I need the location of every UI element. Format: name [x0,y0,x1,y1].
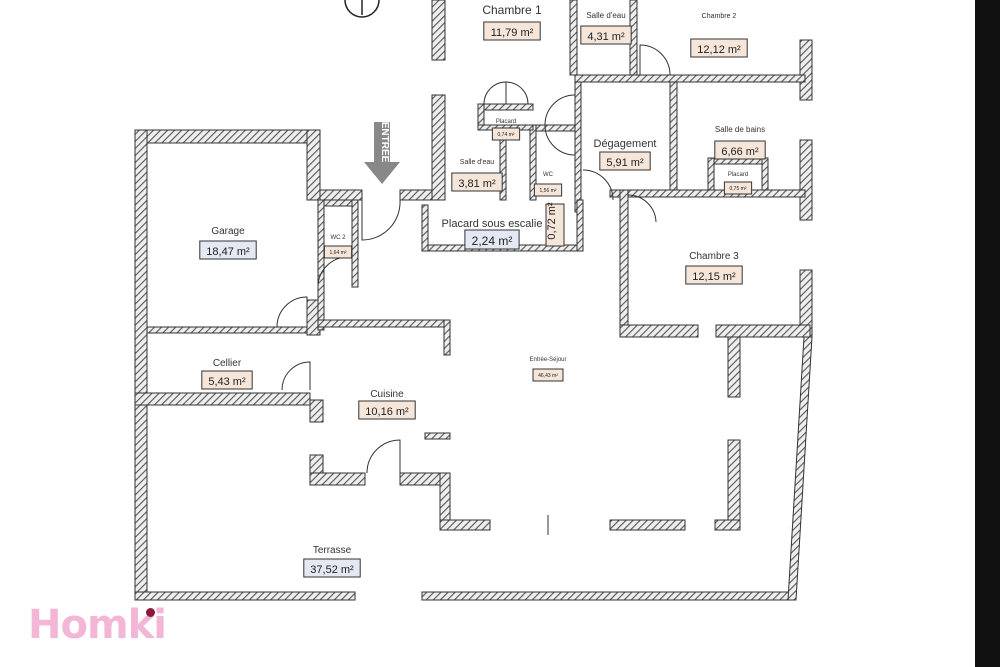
room-area: 2,24 m² [472,234,513,248]
area-badge [599,151,651,171]
room-placard-small: 0,72 m² [545,202,565,247]
room-area: 0,74 m² [498,132,515,138]
room-name: WC 2 [331,235,347,241]
logo-dot [146,608,155,617]
room-area: 1,64 m² [330,250,347,256]
room-name: Placard [496,119,516,125]
area-badge [685,265,743,285]
room-name: Placard sous escalie [442,218,543,230]
room-placard2: Placard 0,75 m² [723,172,753,195]
area-badge [358,400,416,420]
room-area: 4,31 m² [587,31,625,43]
room-area: 3,81 m² [458,178,496,190]
room-labels: Chambre 1 11,79 m² Salle d'eau 4,31 m² Chamb… [199,3,766,578]
room-placard-escalier: Placard sous escalie 2,24 m² [442,218,543,250]
area-badge [690,38,748,58]
room-chambre3: Chambre 3 12,15 m² [685,251,743,285]
room-name: Chambre 1 [482,3,542,17]
area-badge [483,21,541,41]
area-badge [491,127,521,141]
room-name: Cuisine [370,389,404,400]
room-chambre1: Chambre 1 11,79 m² [482,3,542,41]
room-name: Dégagement [594,138,657,150]
room-placard1: Placard 0,74 m² [491,119,521,141]
room-name: Salle d'eau [460,159,495,166]
area-badge [580,25,632,45]
entry-label: ENTRÉE [379,122,392,163]
room-area: 11,79 m² [491,27,534,39]
room-name: WC [543,172,554,178]
area-badge [723,181,753,195]
room-name: Salle d'eau [586,11,625,20]
room-sdb: Salle de bains 6,66 m² [714,125,766,160]
room-degagement: Dégagement 5,91 m² [594,138,657,171]
room-terrasse: Terrasse 37,52 m² [303,545,361,578]
room-area: 10,16 m² [365,406,409,418]
room-area: 12,15 m² [692,271,736,283]
walls [134,0,813,601]
room-sejour: Entrée-Séjour 46,43 m² [529,357,567,382]
room-chambre2: Chambre 2 12,12 m² [690,13,748,58]
area-badge [199,240,257,260]
room-area: 12,12 m² [697,44,741,56]
area-badge [714,140,766,160]
room-name: Entrée-Séjour [529,357,566,363]
room-area: 6,66 m² [721,146,759,158]
room-area: 46,43 m² [538,373,558,379]
room-area: 37,52 m² [310,564,354,576]
area-badge [451,172,503,192]
room-area: 5,43 m² [208,376,246,388]
room-name: Chambre 2 [702,13,737,20]
room-name: Chambre 3 [689,251,739,262]
room-name: Placard [728,172,748,178]
area-badge [201,370,253,390]
area-badge [303,558,361,578]
room-wc2: WC 2 1,64 m² [323,235,353,259]
room-area: 0,75 m² [730,186,747,192]
room-name: Salle de bains [715,125,765,134]
area-badge [464,229,520,250]
room-name: Cellier [213,358,242,369]
room-area: 0,72 m² [546,202,558,240]
entry-arrow-icon: ENTRÉE [364,122,400,184]
room-name: Terrasse [313,545,352,556]
homki-logo: Homki [28,602,167,648]
room-area: 18,47 m² [206,246,250,258]
room-salle-eau-top: Salle d'eau 4,31 m² [580,11,632,45]
room-cuisine: Cuisine 10,16 m² [358,389,416,420]
doors [276,44,671,535]
room-salle-eau: Salle d'eau 3,81 m² [451,159,503,192]
room-name: Garage [211,226,245,237]
dark-edge-bar [975,0,1000,667]
area-badge [532,368,564,382]
area-badge [533,183,563,197]
room-area: 5,91 m² [606,157,644,169]
room-cellier: Cellier 5,43 m² [201,358,253,390]
room-garage: Garage 18,47 m² [199,226,257,260]
area-badge [323,245,353,259]
area-badge [545,203,565,247]
compass-icon [344,0,380,18]
room-wc: WC 1,56 m² [533,172,563,197]
room-area: 1,56 m² [540,188,557,194]
